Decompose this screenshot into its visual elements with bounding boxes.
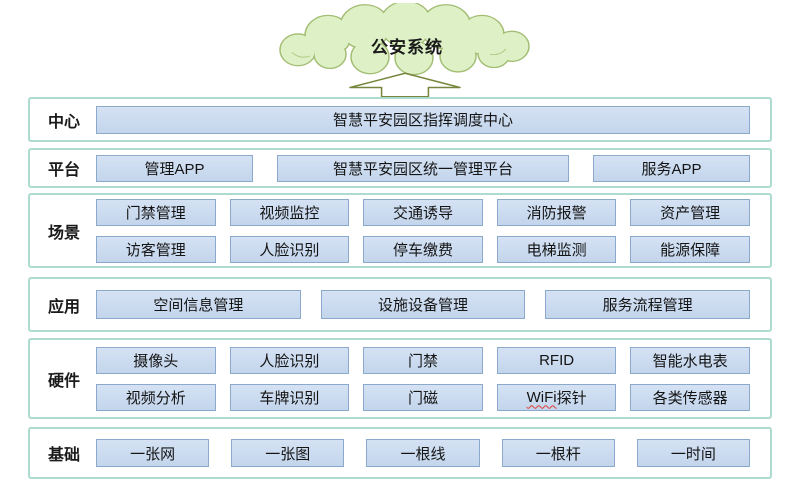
- layer-label-hardware: 硬件: [47, 372, 80, 390]
- box-asset-mgmt: 资产管理: [630, 198, 750, 226]
- layer-label-foundation: 基础: [47, 447, 80, 464]
- layer-application: 应用 空间信息管理 设施设备管理 服务流程管理: [28, 277, 772, 332]
- box-management-app: 管理APP: [96, 154, 253, 182]
- public-security-system-cloud: 公安系统: [262, 3, 552, 79]
- cloud-icon: [279, 3, 530, 76]
- box-elevator-monitoring: 电梯监测: [496, 235, 617, 263]
- wifi-probe-wavy-text: WiFi: [526, 388, 557, 406]
- box-unified-management-platform: 智慧平安园区统一管理平台: [277, 154, 569, 182]
- box-one-network: 一张网: [96, 439, 210, 467]
- box-service-process-mgmt: 服务流程管理: [545, 290, 750, 319]
- box-door-magnet: 门磁: [363, 383, 483, 411]
- box-energy-assurance: 能源保障: [630, 235, 750, 263]
- box-face-recognition-hw: 人脸识别: [229, 346, 350, 374]
- wifi-probe-rest-text: 探针: [556, 389, 587, 407]
- cloud-label: 公安系统: [371, 38, 443, 57]
- box-video-surveillance: 视频监控: [229, 198, 350, 226]
- layer-foundation: 基础 一张网 一张图 一根线 一根杆 一时间: [28, 427, 772, 479]
- layer-center: 中心 智慧平安园区指挥调度中心: [28, 97, 772, 142]
- layer-hardware: 硬件 摄像头 人脸识别 门禁 RFID 智能水电表 视频分析 车牌识别 门磁 W…: [28, 338, 772, 419]
- box-spatial-info-mgmt: 空间信息管理: [96, 290, 301, 319]
- box-smart-utility-meter: 智能水电表: [630, 346, 750, 374]
- box-one-line: 一根线: [366, 439, 480, 467]
- box-various-sensors: 各类传感器: [630, 383, 750, 411]
- layer-label-platform: 平台: [47, 162, 80, 179]
- box-fire-alarm: 消防报警: [496, 198, 617, 226]
- up-arrow-icon: [349, 72, 461, 98]
- box-traffic-guidance: 交通诱导: [363, 198, 483, 226]
- box-command-dispatch-center: 智慧平安园区指挥调度中心: [96, 105, 750, 134]
- box-one-map: 一张图: [231, 439, 345, 467]
- box-parking-payment: 停车缴费: [363, 235, 483, 263]
- layer-label-application: 应用: [47, 298, 80, 316]
- box-rfid: RFID: [496, 346, 617, 374]
- box-one-pole: 一根杆: [501, 439, 615, 467]
- box-video-analysis: 视频分析: [96, 383, 216, 411]
- box-plate-recognition: 车牌识别: [229, 383, 350, 411]
- box-visitor-mgmt: 访客管理: [96, 235, 216, 263]
- box-access-control-mgmt: 门禁管理: [96, 198, 216, 226]
- box-face-recognition-scene: 人脸识别: [229, 235, 350, 263]
- layer-label-center: 中心: [47, 113, 80, 131]
- layer-platform: 平台 管理APP 智慧平安园区统一管理平台 服务APP: [28, 148, 772, 188]
- box-access-control-hw: 门禁: [363, 346, 483, 374]
- layer-label-scenario: 场景: [47, 224, 80, 242]
- layer-scenario: 场景 门禁管理 视频监控 交通诱导 消防报警 资产管理 访客管理 人脸识别 停车…: [28, 193, 772, 268]
- box-camera: 摄像头: [96, 346, 216, 374]
- box-service-app: 服务APP: [593, 154, 750, 182]
- box-facility-equipment-mgmt: 设施设备管理: [320, 290, 526, 319]
- box-one-time: 一时间: [636, 439, 750, 467]
